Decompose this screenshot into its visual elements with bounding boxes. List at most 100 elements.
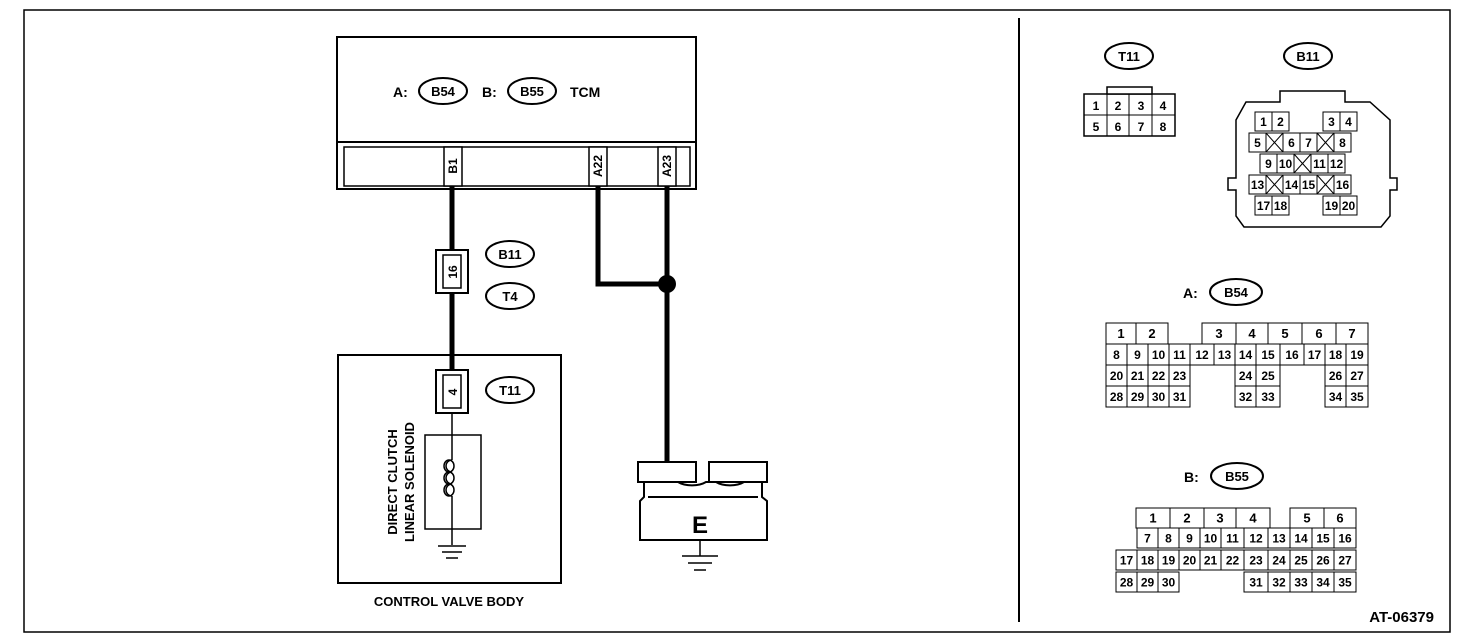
splice-point — [658, 275, 676, 293]
wire-a22 — [595, 186, 667, 287]
solenoid-coil-icon — [443, 435, 455, 545]
b54-connector-id: B54 — [1224, 285, 1249, 300]
b54-prefix: A: — [1183, 285, 1198, 301]
empty-cavity-mark — [1265, 174, 1284, 195]
b11-connector-id: B11 — [1296, 49, 1319, 64]
pin-number: 33 — [1294, 575, 1308, 589]
pin-number: 24 — [1239, 369, 1253, 383]
pin-number: 17 — [1257, 199, 1271, 213]
ground-label: E — [692, 512, 708, 539]
pin-number: 12 — [1330, 157, 1344, 171]
pin-cell — [1255, 385, 1281, 408]
pin-cell — [1157, 571, 1180, 593]
solenoid-label-line1: DIRECT CLUTCH — [385, 429, 400, 534]
connector-id-badge — [1283, 42, 1333, 70]
pin-number: 14 — [1285, 178, 1299, 192]
connector-id-badge — [485, 376, 535, 404]
pin-cell — [1339, 195, 1358, 216]
pin-number: 6 — [1336, 511, 1343, 526]
pin-cell — [1339, 111, 1358, 132]
pin-number: 28 — [1110, 390, 1124, 404]
pin-number: 5 — [1254, 136, 1261, 150]
t11-connector-face: 1 2 3 4 5 6 7 8 — [1083, 86, 1176, 137]
pin-number: 13 — [1251, 178, 1265, 192]
pin-cell — [1168, 385, 1191, 408]
pin-number: 6 — [1315, 326, 1322, 341]
tcm-terminal-a23: A23 — [660, 155, 674, 177]
pin-number: 10 — [1152, 348, 1166, 362]
pin-number: 22 — [1152, 369, 1166, 383]
pin-number: 18 — [1274, 199, 1288, 213]
pin-number: 4 — [1249, 511, 1257, 526]
diagram-border — [23, 9, 1451, 633]
pin-number: 15 — [1302, 178, 1316, 192]
pin-number: 16 — [1285, 348, 1299, 362]
t11-pin: 5 — [1093, 120, 1100, 134]
pin-number: 7 — [1144, 531, 1151, 545]
empty-cavity-mark — [1316, 174, 1335, 195]
pin-cell — [1333, 571, 1357, 593]
pin-number: 24 — [1272, 553, 1286, 567]
t11-pin: 8 — [1160, 120, 1167, 134]
pin-number: 8 — [1113, 348, 1120, 362]
harness-connector-pin: 16 — [446, 265, 460, 279]
t11-pin: 1 — [1093, 99, 1100, 113]
tcm-connector-a-id: B54 — [431, 84, 456, 99]
pin-number: 14 — [1294, 531, 1308, 545]
pin-number: 16 — [1338, 531, 1352, 545]
control-valve-body: 4 T11 DIRECT CLUTCH LINEAR SOLENOID — [337, 354, 562, 584]
pin-number: 27 — [1350, 369, 1364, 383]
pin-number: 4 — [1248, 326, 1256, 341]
pin-number: 26 — [1329, 369, 1343, 383]
pin-number: 8 — [1165, 531, 1172, 545]
pin-number: 5 — [1281, 326, 1288, 341]
pin-number: 25 — [1294, 553, 1308, 567]
pin-number: 3 — [1328, 115, 1335, 129]
pin-number: 9 — [1265, 157, 1272, 171]
pin-number: 19 — [1350, 348, 1364, 362]
pin-number: 14 — [1239, 348, 1253, 362]
ground-symbol-icon — [438, 545, 466, 559]
t11-pin: 7 — [1138, 120, 1145, 134]
pin-number: 34 — [1316, 575, 1330, 589]
connector-id-badge — [485, 240, 535, 268]
pin-cell — [1327, 153, 1346, 174]
pin-number: 20 — [1183, 553, 1197, 567]
pin-cell — [1333, 549, 1357, 571]
pin-number: 1 — [1260, 115, 1267, 129]
pin-number: 28 — [1120, 575, 1134, 589]
pin-number: 26 — [1316, 553, 1330, 567]
t11-pin: 4 — [1160, 99, 1167, 113]
pin-number: 31 — [1249, 575, 1263, 589]
pin-number: 19 — [1325, 199, 1339, 213]
pin-cell — [1271, 195, 1290, 216]
pin-number: 18 — [1329, 348, 1343, 362]
pin-number: 23 — [1173, 369, 1187, 383]
harness-connector-id-b11: B11 — [498, 247, 521, 262]
pin-number: 7 — [1348, 326, 1355, 341]
pin-number: 29 — [1141, 575, 1155, 589]
tcm-terminal-b1: B1 — [446, 158, 460, 174]
pin-number: 2 — [1183, 511, 1190, 526]
pin-number: 35 — [1350, 390, 1364, 404]
pin-number: 6 — [1288, 136, 1295, 150]
solenoid-label-line2: LINEAR SOLENOID — [402, 422, 417, 542]
pin-number: 25 — [1261, 369, 1275, 383]
pin-number: 13 — [1272, 531, 1286, 545]
pin-number: 10 — [1204, 531, 1218, 545]
pin-number: 11 — [1313, 157, 1326, 171]
t11-pin: 2 — [1115, 99, 1122, 113]
pin-number: 9 — [1134, 348, 1141, 362]
pin-number: 9 — [1186, 531, 1193, 545]
harness-connector: 16 B11 T4 — [435, 240, 535, 310]
solenoid-box — [424, 434, 482, 530]
connector-id-badge — [1210, 462, 1264, 490]
empty-cavity-mark — [1265, 132, 1284, 153]
pin-number: 29 — [1131, 390, 1145, 404]
tcm-module: A: B54 B: B55 TCM B1 A22 A23 — [336, 36, 697, 190]
pin-number: 7 — [1305, 136, 1312, 150]
tcm-connector-a-label: A: — [393, 84, 408, 100]
pin-number: 5 — [1303, 511, 1310, 526]
